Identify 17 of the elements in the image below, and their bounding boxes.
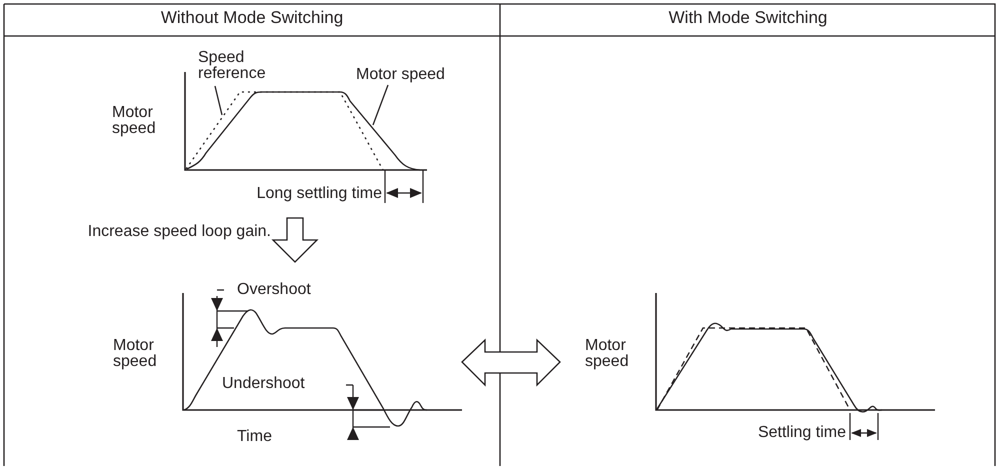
edge-label: Increase speed loop gain. [88, 224, 271, 240]
axis-label: Time [237, 429, 272, 445]
column-header: Without Mode Switching [160, 10, 344, 26]
block-arrow [271, 217, 319, 263]
dimension-label: Overshoot [237, 282, 311, 298]
axis-label: Motor speed [112, 105, 157, 137]
leader-line [372, 84, 389, 126]
leader-line [214, 86, 223, 116]
axis-label: Motor speed [113, 338, 158, 370]
dimension-label: Long settling time [256, 186, 382, 202]
dimension-label: Undershoot [222, 376, 305, 392]
dimension-label: Settling time [758, 425, 846, 441]
axis-label: Motor speed [585, 338, 630, 370]
column-header: With Mode Switching [668, 10, 828, 26]
double-block-arrow [461, 338, 561, 387]
curve-label: Speed reference [198, 50, 288, 84]
curve-label: Motor speed [356, 67, 476, 85]
